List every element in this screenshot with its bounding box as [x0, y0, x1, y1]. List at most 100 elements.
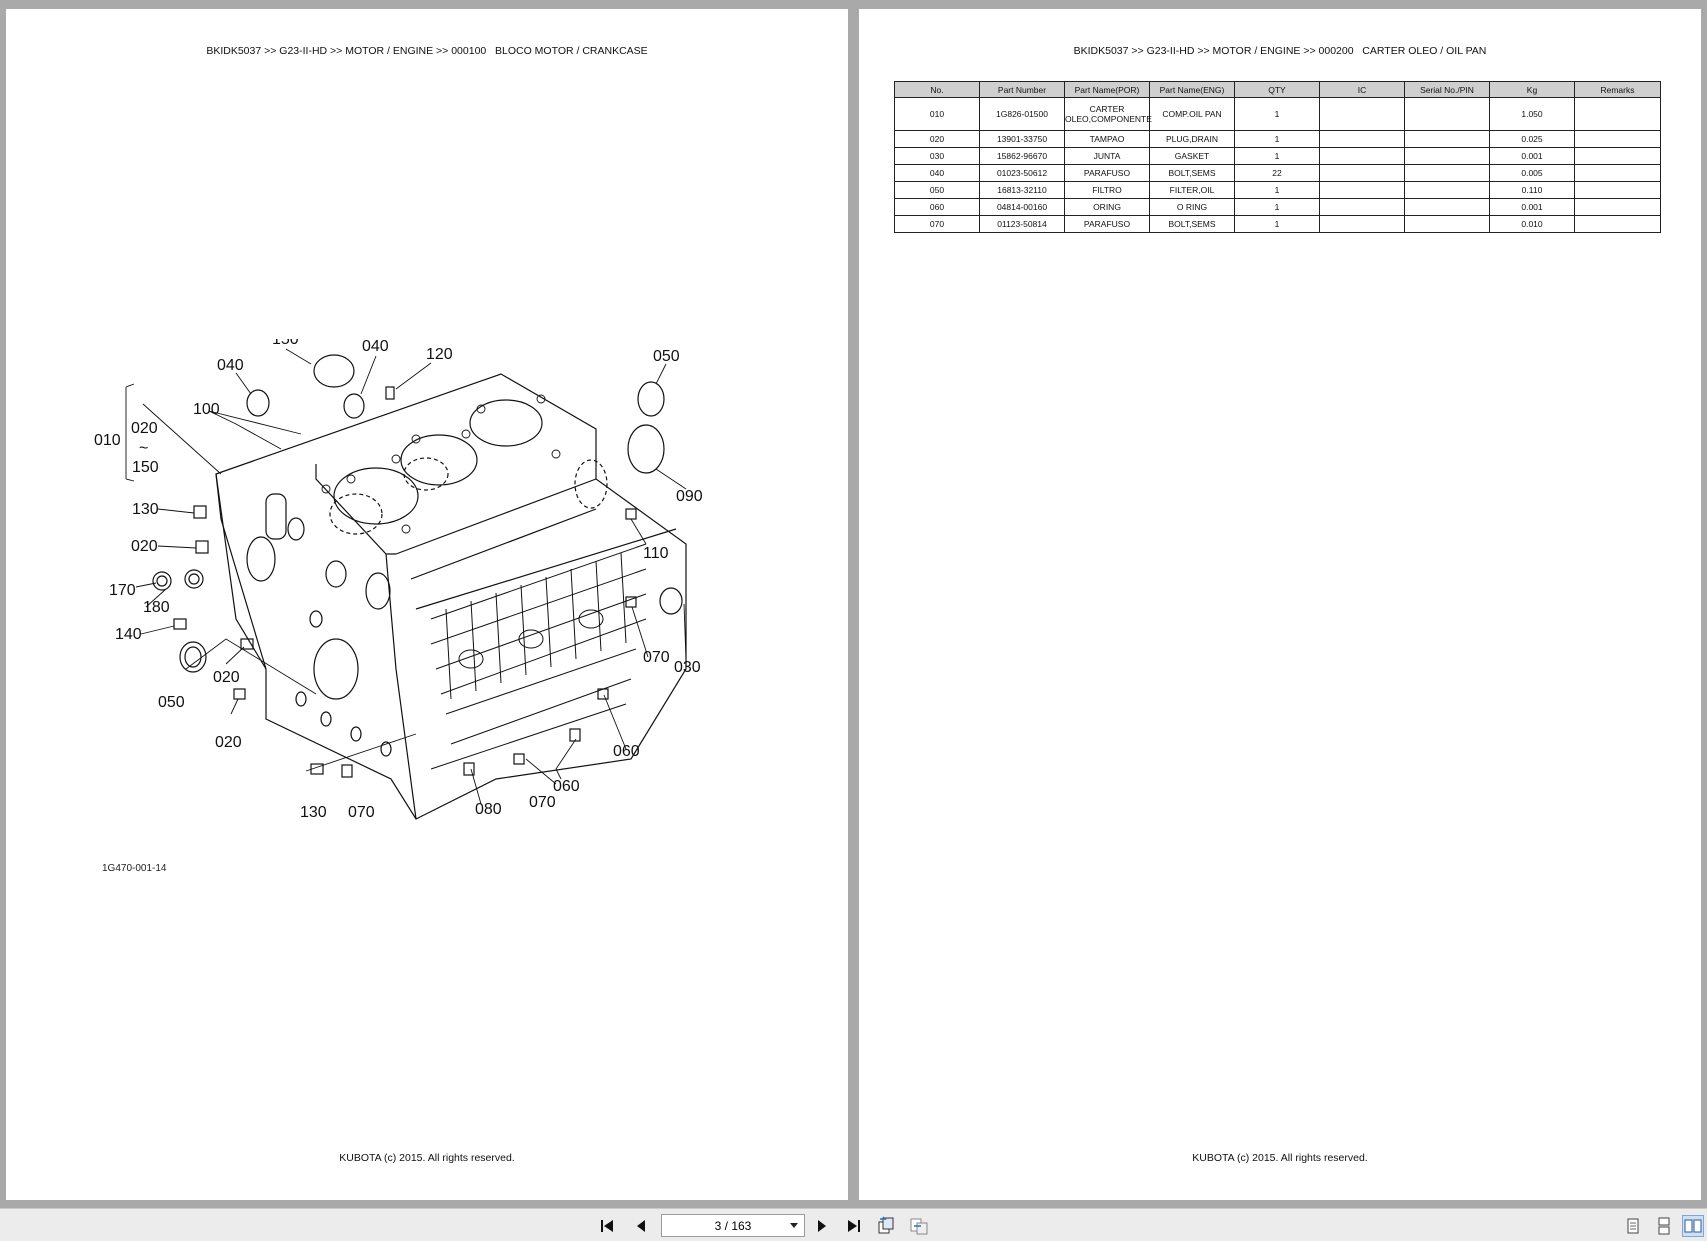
table-cell [1319, 215, 1405, 233]
last-page-icon[interactable] [842, 1215, 864, 1237]
table-cell: 0.001 [1489, 147, 1575, 165]
table-row: 070 01123-50814 PARAFUSO BOLT,SEMS 1 0.0… [894, 215, 1661, 233]
crankcase-exploded-diagram: 150 040 120 050 040 100 010 020 ~ 150 09… [94, 339, 703, 821]
column-header: Part Name(POR) [1064, 81, 1150, 98]
prev-page-icon[interactable] [630, 1215, 652, 1237]
table-cell: 16813-32110 [979, 181, 1065, 199]
callout-040: 040 [362, 339, 389, 355]
callout-030: 030 [674, 659, 701, 676]
table-cell: FILTER,OIL [1149, 181, 1235, 199]
chevron-down-icon[interactable] [790, 1223, 798, 1228]
page-header: BKIDK5037 >> G23-II-HD >> MOTOR / ENGINE… [1073, 45, 1487, 57]
table-cell [1404, 215, 1490, 233]
callout-130: 130 [300, 804, 327, 821]
table-cell: 01123-50814 [979, 215, 1065, 233]
table-cell: 0.010 [1489, 215, 1575, 233]
table-cell [1319, 97, 1405, 131]
viewer-toolbar: 3 / 163 [0, 1208, 1707, 1241]
table-cell [1574, 181, 1661, 199]
table-cell: 020 [894, 130, 980, 148]
table-cell: COMP.OIL PAN [1149, 97, 1235, 131]
table-cell [1574, 198, 1661, 216]
left-page: BKIDK5037 >> G23-II-HD >> MOTOR / ENGINE… [6, 9, 848, 1200]
table-cell: 030 [894, 147, 980, 165]
column-header: Kg [1489, 81, 1575, 98]
table-cell: 1 [1234, 181, 1320, 199]
table-cell: CARTER OLEO,COMPONENTE [1064, 97, 1152, 131]
table-cell: 040 [894, 164, 980, 182]
column-header: QTY [1234, 81, 1320, 98]
page-footer: KUBOTA (c) 2015. All rights reserved. [1192, 1152, 1368, 1164]
table-cell: 1 [1234, 130, 1320, 148]
first-page-icon[interactable] [597, 1215, 619, 1237]
callout-tilde: ~ [139, 440, 148, 457]
table-cell: O RING [1149, 198, 1235, 216]
callout-070: 070 [348, 804, 375, 821]
two-page-view-icon[interactable] [1682, 1215, 1704, 1237]
table-cell: BOLT,SEMS [1149, 164, 1235, 182]
table-row: 030 15862-96670 JUNTA GASKET 1 0.001 [894, 147, 1661, 165]
callout-110: 110 [643, 545, 669, 562]
page-number-input[interactable]: 3 / 163 [661, 1214, 805, 1237]
table-cell [1319, 181, 1405, 199]
table-cell [1574, 130, 1661, 148]
rotate-page-icon[interactable] [875, 1215, 897, 1237]
callout-010: 010 [94, 432, 121, 449]
table-cell: ORING [1064, 198, 1150, 216]
column-header: Serial No./PIN [1404, 81, 1490, 98]
table-cell: PLUG,DRAIN [1149, 130, 1235, 148]
next-page-icon[interactable] [811, 1215, 833, 1237]
column-header: IC [1319, 81, 1405, 98]
table-cell: 1G826-01500 [979, 97, 1065, 131]
table-cell: BOLT,SEMS [1149, 215, 1235, 233]
callout-050: 050 [158, 694, 185, 711]
callout-050: 050 [653, 348, 680, 365]
table-row: 050 16813-32110 FILTRO FILTER,OIL 1 0.11… [894, 181, 1661, 199]
table-cell: PARAFUSO [1064, 164, 1150, 182]
column-header: Part Name(ENG) [1149, 81, 1235, 98]
table-cell: 0.025 [1489, 130, 1575, 148]
table-cell [1404, 164, 1490, 182]
table-cell [1319, 164, 1405, 182]
table-cell [1574, 164, 1661, 182]
callout-070: 070 [643, 649, 670, 666]
figure-reference: 1G470-001-14 [102, 863, 167, 874]
table-cell [1404, 130, 1490, 148]
table-row: 010 1G826-01500 CARTER OLEO,COMPONENTE C… [894, 97, 1661, 131]
table-cell: 04814-00160 [979, 198, 1065, 216]
export-page-icon[interactable] [908, 1215, 930, 1237]
page-footer: KUBOTA (c) 2015. All rights reserved. [339, 1152, 515, 1164]
table-cell [1404, 97, 1490, 131]
table-cell [1404, 198, 1490, 216]
table-cell: 1 [1234, 97, 1320, 131]
right-page: BKIDK5037 >> G23-II-HD >> MOTOR / ENGINE… [859, 9, 1701, 1200]
callout-020: 020 [215, 734, 242, 751]
table-cell: FILTRO [1064, 181, 1150, 199]
column-header: No. [894, 81, 980, 98]
callout-060: 060 [613, 743, 640, 760]
table-row: 060 04814-00160 ORING O RING 1 0.001 [894, 198, 1661, 216]
callout-170: 170 [109, 582, 136, 599]
table-cell: 22 [1234, 164, 1320, 182]
callout-140: 140 [115, 626, 142, 643]
table-cell [1574, 147, 1661, 165]
table-cell: 0.110 [1489, 181, 1575, 199]
table-cell: 010 [894, 97, 980, 131]
table-cell [1404, 181, 1490, 199]
column-header: Remarks [1574, 81, 1661, 98]
callout-060: 060 [553, 778, 580, 795]
table-cell: 15862-96670 [979, 147, 1065, 165]
continuous-view-icon[interactable] [1653, 1215, 1675, 1237]
table-cell [1574, 97, 1661, 131]
callout-100: 100 [193, 401, 220, 418]
table-cell: 1 [1234, 198, 1320, 216]
callout-090: 090 [676, 488, 703, 505]
table-header-row: No. Part Number Part Name(POR) Part Name… [894, 81, 1661, 98]
column-header: Part Number [979, 81, 1065, 98]
callout-120: 120 [426, 346, 453, 363]
table-cell [1404, 147, 1490, 165]
single-page-view-icon[interactable] [1622, 1215, 1644, 1237]
table-cell: 1 [1234, 147, 1320, 165]
table-row: 040 01023-50612 PARAFUSO BOLT,SEMS 22 0.… [894, 164, 1661, 182]
table-cell: JUNTA [1064, 147, 1150, 165]
